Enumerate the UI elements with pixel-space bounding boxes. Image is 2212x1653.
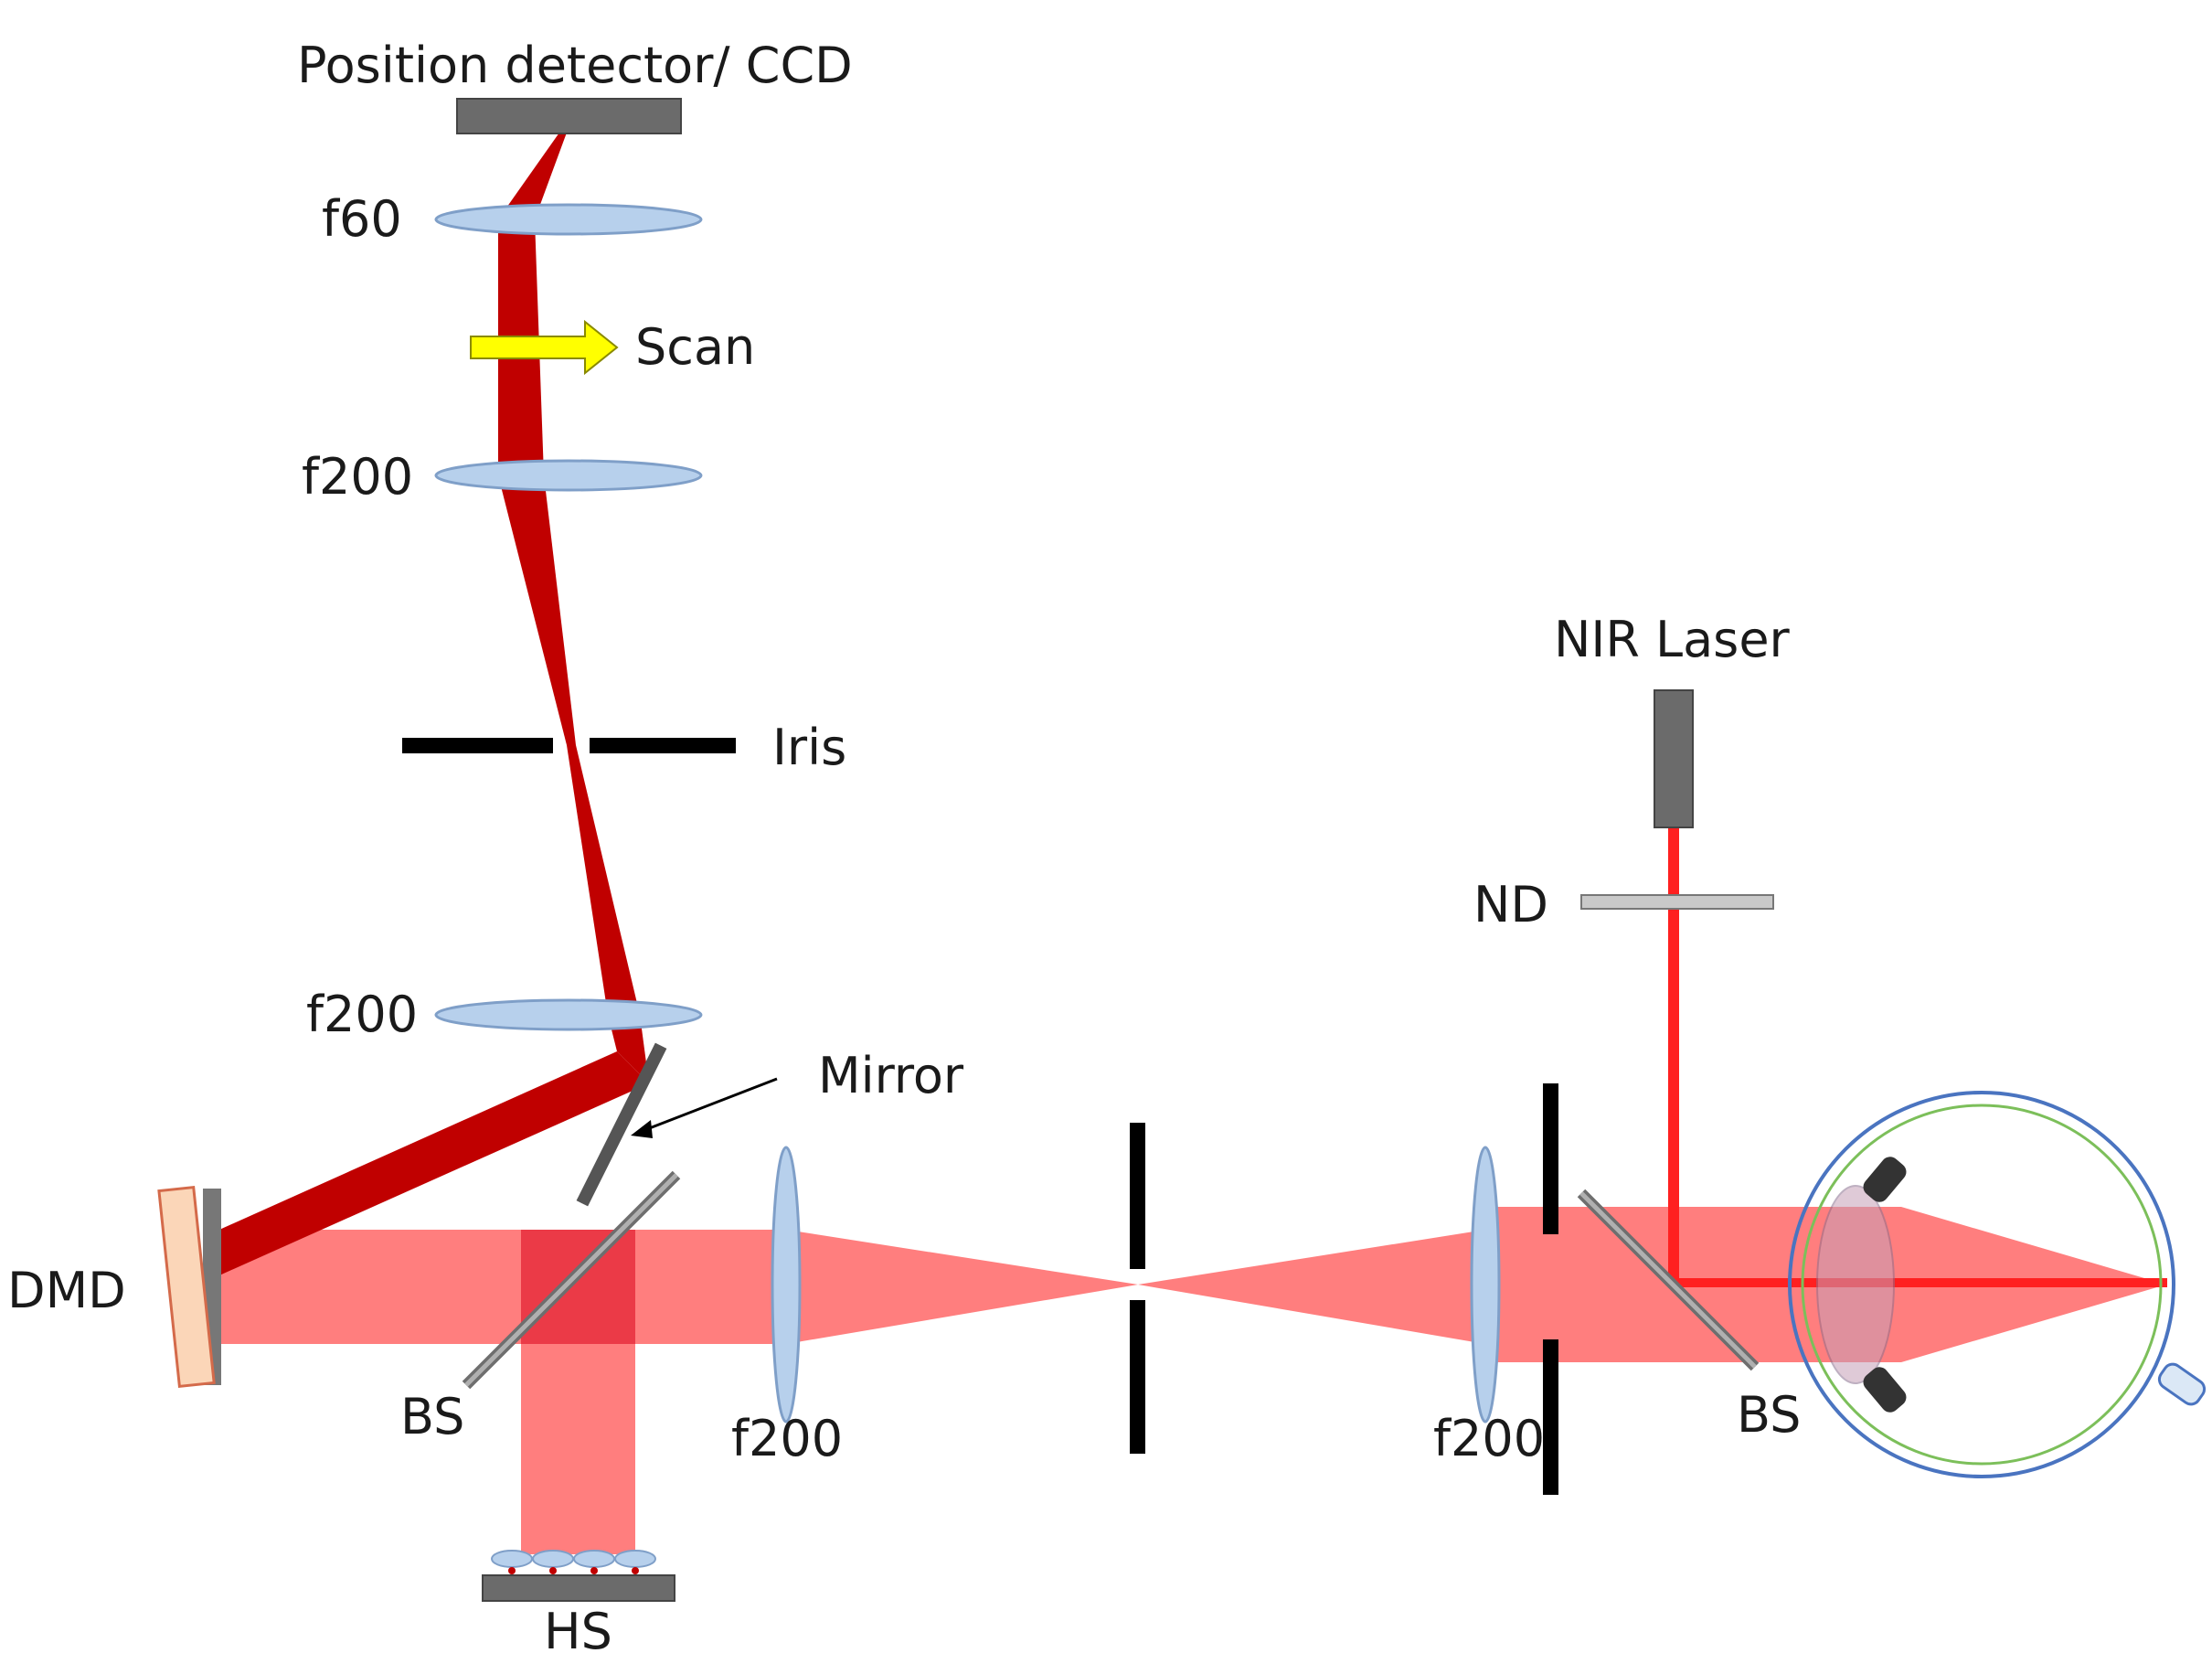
label-bs-right: BS <box>1737 1386 1801 1444</box>
label-position-detector: Position detector/ CCD <box>297 37 853 94</box>
label-f60: f60 <box>322 190 402 248</box>
position-detector <box>456 98 682 134</box>
beam-dmd-to-mirror <box>219 1051 649 1275</box>
lens-f200-bottom-left <box>771 1146 802 1424</box>
label-nd: ND <box>1473 876 1548 933</box>
label-hs: HS <box>544 1603 612 1653</box>
label-nir-laser: NIR Laser <box>1554 611 1791 668</box>
beam-diverge-right <box>1138 1230 1485 1344</box>
beam-splitter-left-highlight <box>464 1173 678 1387</box>
label-dmd: DMD <box>7 1262 126 1319</box>
center-aperture-top <box>1130 1123 1145 1269</box>
beam-dmd-to-lens <box>219 1230 786 1344</box>
hs-sensor <box>482 1574 675 1602</box>
iris-right-blade <box>590 738 736 753</box>
label-scan: Scan <box>635 318 755 376</box>
right-aperture-top <box>1543 1083 1558 1234</box>
eye-model <box>1788 1091 2207 1478</box>
beam-mirror-to-f200 <box>608 1015 649 1083</box>
lens-f60 <box>434 203 703 236</box>
beam-iris-to-f200 <box>498 475 576 745</box>
nd-filter <box>1580 894 1774 910</box>
lens-f200-mid <box>434 998 703 1031</box>
lens-f200-top <box>434 459 703 492</box>
beam-splitter-right-highlight <box>1579 1191 1757 1369</box>
label-f200-top: f200 <box>302 448 413 506</box>
beam-f60-to-detector <box>498 133 567 219</box>
center-aperture-bottom <box>1130 1300 1145 1454</box>
lens-f200-bottom-right <box>1470 1146 1501 1424</box>
label-bs-left: BS <box>400 1388 464 1445</box>
mirror <box>576 1042 667 1207</box>
scan-arrow-icon <box>470 319 619 376</box>
mirror-pointer-line <box>634 1077 778 1136</box>
hs-lenslet-array <box>491 1550 656 1574</box>
beam-nir-horizontal <box>1674 1278 2167 1287</box>
label-mirror: Mirror <box>818 1047 964 1104</box>
right-aperture-bottom <box>1543 1339 1558 1495</box>
label-f200-mid: f200 <box>306 986 418 1043</box>
label-f200-bottom-right: f200 <box>1433 1410 1545 1467</box>
beam-f200-to-iris <box>567 745 640 1015</box>
iris-left-blade <box>402 738 553 753</box>
dmd-face <box>157 1185 216 1389</box>
beam-converge-center <box>786 1230 1138 1344</box>
label-f200-bottom-left: f200 <box>731 1410 843 1467</box>
nir-laser <box>1654 689 1694 828</box>
mirror-pointer-arrowhead <box>631 1120 653 1138</box>
label-iris: Iris <box>772 719 846 776</box>
beam-nir-vertical <box>1668 827 1679 1280</box>
beam-overlap-bs <box>521 1230 635 1344</box>
